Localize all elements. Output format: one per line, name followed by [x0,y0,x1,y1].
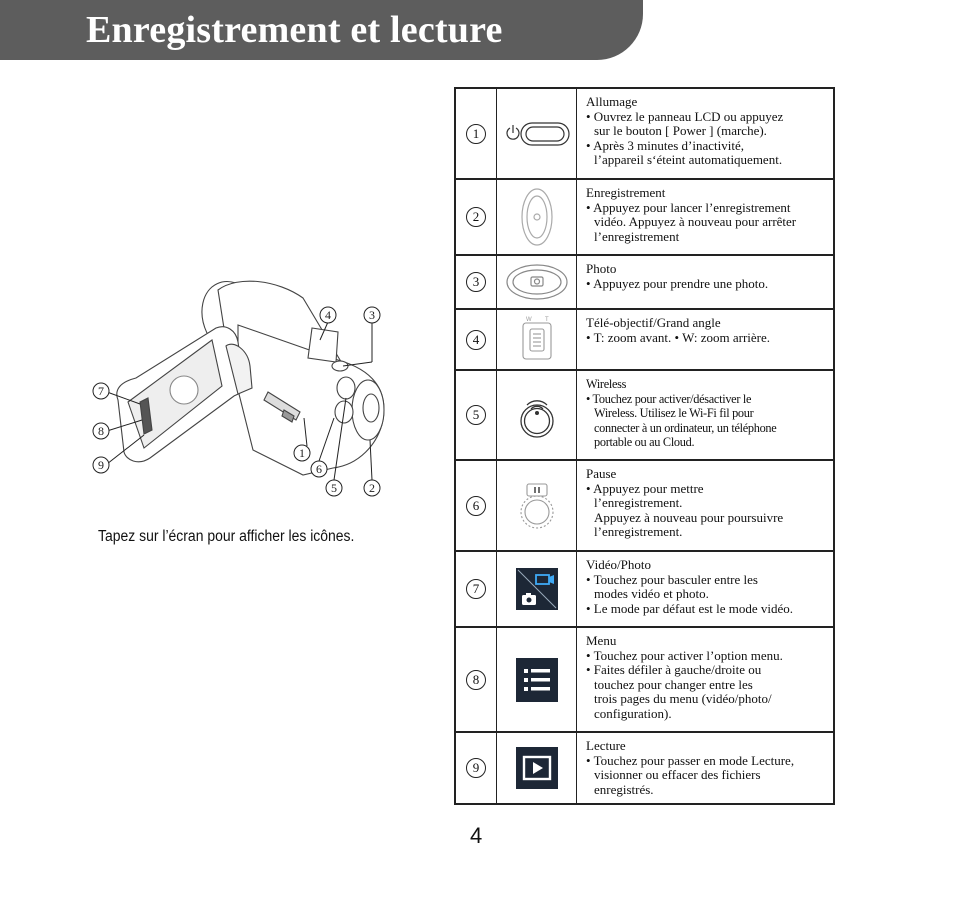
row-description: Vidéo/Photo • Touchez pour basculer entr… [586,557,794,616]
row-description: Menu • Touchez pour activer l’option men… [586,633,783,721]
row-number: 4 [456,310,497,369]
callout-9: 9 [92,456,110,474]
callout-4: 4 [319,306,337,324]
table-row-photo: 3 Photo • Appuyez pour prendre une photo… [456,256,833,310]
svg-text:W: W [526,317,532,323]
table-row-power: 1 Allumage • Ouvrez le panneau LCD ou ap… [456,89,833,180]
photo-button-icon [497,256,577,308]
wireless-button-icon [497,371,577,459]
row-description: Enregistrement • Appuyez pour lancer l’e… [586,185,797,244]
row-description: Allumage • Ouvrez le panneau LCD ou appu… [586,94,784,168]
callout-3: 3 [363,306,381,324]
row-description: Télé-objectif/Grand angle • T: zoom avan… [586,315,771,345]
camcorder-illustration: 7 8 9 4 3 1 6 5 2 [92,280,385,497]
menu-list-icon [497,628,577,731]
power-button-icon [497,89,577,178]
svg-text:5: 5 [331,481,337,495]
row-number: 1 [456,89,497,178]
svg-text:8: 8 [98,424,104,438]
table-row-playback: 9 Lecture • Touchez pour passer en mode … [456,733,833,803]
pause-button-icon [497,461,577,550]
svg-text:7: 7 [98,384,104,398]
svg-text:3: 3 [369,308,375,322]
callout-1: 1 [293,444,311,462]
playback-icon [497,733,577,803]
svg-text:1: 1 [299,446,305,460]
record-button-icon [497,180,577,254]
svg-text:2: 2 [369,481,375,495]
callout-7: 7 [92,382,110,400]
table-row-record: 2 Enregistrement • Appuyez pour lancer l… [456,180,833,256]
callout-8: 8 [92,422,110,440]
row-number: 5 [456,371,497,459]
row-number: 6 [456,461,497,550]
callout-5: 5 [325,479,343,497]
svg-text:T: T [545,317,549,323]
callout-2: 2 [363,479,381,497]
row-number: 8 [456,628,497,731]
row-description: Pause • Appuyez pour mettre l’enregistre… [586,466,784,540]
svg-text:9: 9 [98,458,104,472]
page-number: 4 [470,823,483,848]
table-row-zoom: 4 W T Télé-objectif/Grand angle • T: zoo… [456,310,833,371]
svg-text:6: 6 [316,462,322,476]
row-number: 3 [456,256,497,308]
illustration-caption: Tapez sur l’écran pour afficher les icôn… [98,528,355,545]
controls-table: 1 Allumage • Ouvrez le panneau LCD ou ap… [454,87,835,805]
table-row-video-photo: 7 Vidéo/Photo • Touchez pour basculer en… [456,552,833,628]
table-row-pause: 6 Pause • Appuyez pour mettre l’enregist… [456,461,833,552]
zoom-lever-icon: W T [497,310,577,369]
row-description: Lecture • Touchez pour passer en mode Le… [586,738,795,797]
row-description: Wireless • Touchez pour activer/désactiv… [586,377,777,450]
page-title: Enregistrement et lecture [86,9,503,51]
row-number: 9 [456,733,497,803]
video-photo-toggle-icon [497,552,577,626]
table-row-wireless: 5 Wireless • Touchez pour activer/désact… [456,371,833,461]
callout-6: 6 [310,460,328,478]
row-number: 7 [456,552,497,626]
row-number: 2 [456,180,497,254]
row-description: Photo • Appuyez pour prendre une photo. [586,261,769,291]
title-banner: Enregistrement et lecture [0,0,643,60]
table-row-menu: 8 Menu • Touchez pour activer l’option m… [456,628,833,733]
svg-text:4: 4 [325,308,331,322]
